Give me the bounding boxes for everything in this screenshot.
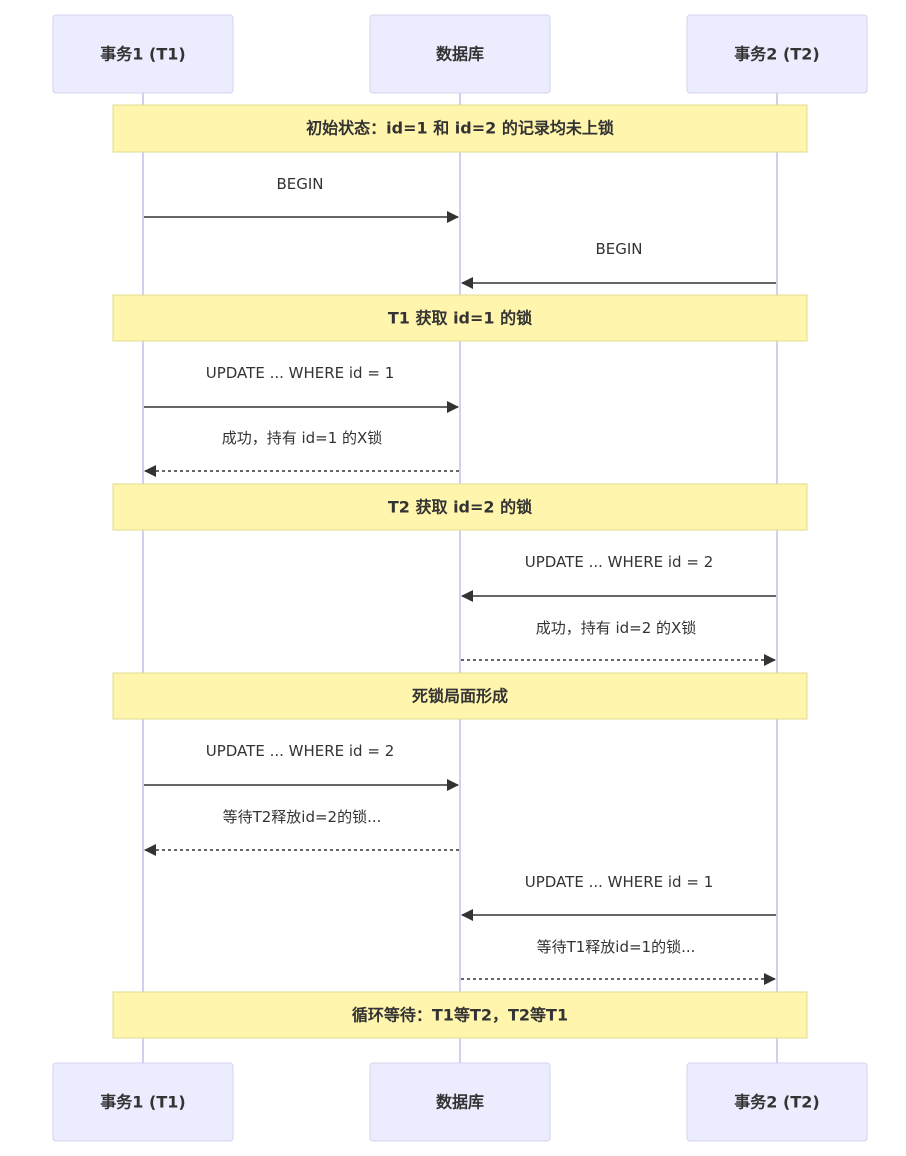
message-t2-begin-label: BEGIN bbox=[595, 240, 642, 258]
message-t2-update-id1: UPDATE ... WHERE id = 1 bbox=[461, 873, 776, 921]
actor-t2-top-label: 事务2 (T2) bbox=[734, 45, 819, 64]
message-t1-update-id1-label: UPDATE ... WHERE id = 1 bbox=[206, 364, 394, 382]
actor-t1-top: 事务1 (T1) bbox=[52, 14, 234, 94]
note-initial-state-text: 初始状态：id=1 和 id=2 的记录均未上锁 bbox=[306, 119, 614, 138]
message-t2-update-id1-label: UPDATE ... WHERE id = 1 bbox=[525, 873, 713, 891]
message-t2-update-id2: UPDATE ... WHERE id = 2 bbox=[461, 553, 776, 602]
actor-t1-bottom: 事务1 (T1) bbox=[52, 1062, 234, 1142]
note-t2-acquire: T2 获取 id=2 的锁 bbox=[112, 483, 808, 531]
actor-t1-bottom-label: 事务1 (T1) bbox=[100, 1093, 185, 1112]
message-db-grant-t1: 成功，持有 id=1 的X锁 bbox=[144, 429, 459, 477]
actor-db-top-label: 数据库 bbox=[436, 45, 484, 64]
actor-db-bottom: 数据库 bbox=[369, 1062, 551, 1142]
message-t1-update-id2: UPDATE ... WHERE id = 2 bbox=[144, 742, 459, 791]
actor-t1-top-label: 事务1 (T1) bbox=[100, 45, 185, 64]
message-t1-update-id2-label: UPDATE ... WHERE id = 2 bbox=[206, 742, 394, 760]
message-t1-begin-label: BEGIN bbox=[276, 175, 323, 193]
message-db-grant-t2: 成功，持有 id=2 的X锁 bbox=[461, 619, 776, 666]
actor-t2-bottom: 事务2 (T2) bbox=[686, 1062, 868, 1142]
note-t1-acquire-text: T1 获取 id=1 的锁 bbox=[388, 309, 532, 328]
note-deadlock-formed-text: 死锁局面形成 bbox=[412, 687, 508, 706]
note-circular-wait: 循环等待：T1等T2，T2等T1 bbox=[112, 991, 808, 1039]
message-db-grant-t1-label: 成功，持有 id=1 的X锁 bbox=[222, 429, 383, 447]
message-db-wait-t1-label: 等待T2释放id=2的锁... bbox=[223, 808, 382, 826]
message-t2-begin: BEGIN bbox=[461, 240, 776, 289]
message-t2-update-id2-label: UPDATE ... WHERE id = 2 bbox=[525, 553, 713, 571]
note-deadlock-formed: 死锁局面形成 bbox=[112, 672, 808, 720]
message-db-wait-t2: 等待T1释放id=1的锁... bbox=[461, 938, 776, 985]
actor-db-bottom-label: 数据库 bbox=[436, 1093, 484, 1112]
note-t2-acquire-text: T2 获取 id=2 的锁 bbox=[388, 498, 532, 517]
message-t1-begin: BEGIN bbox=[144, 175, 459, 223]
actor-db-top: 数据库 bbox=[369, 14, 551, 94]
message-t1-update-id1: UPDATE ... WHERE id = 1 bbox=[144, 364, 459, 413]
note-t1-acquire: T1 获取 id=1 的锁 bbox=[112, 294, 808, 342]
message-db-wait-t1: 等待T2释放id=2的锁... bbox=[144, 808, 459, 856]
message-db-wait-t2-label: 等待T1释放id=1的锁... bbox=[537, 938, 696, 956]
message-db-grant-t2-label: 成功，持有 id=2 的X锁 bbox=[536, 619, 697, 637]
actor-t2-top: 事务2 (T2) bbox=[686, 14, 868, 94]
actor-t2-bottom-label: 事务2 (T2) bbox=[734, 1093, 819, 1112]
note-initial-state: 初始状态：id=1 和 id=2 的记录均未上锁 bbox=[112, 104, 808, 153]
note-circular-wait-text: 循环等待：T1等T2，T2等T1 bbox=[352, 1006, 568, 1025]
